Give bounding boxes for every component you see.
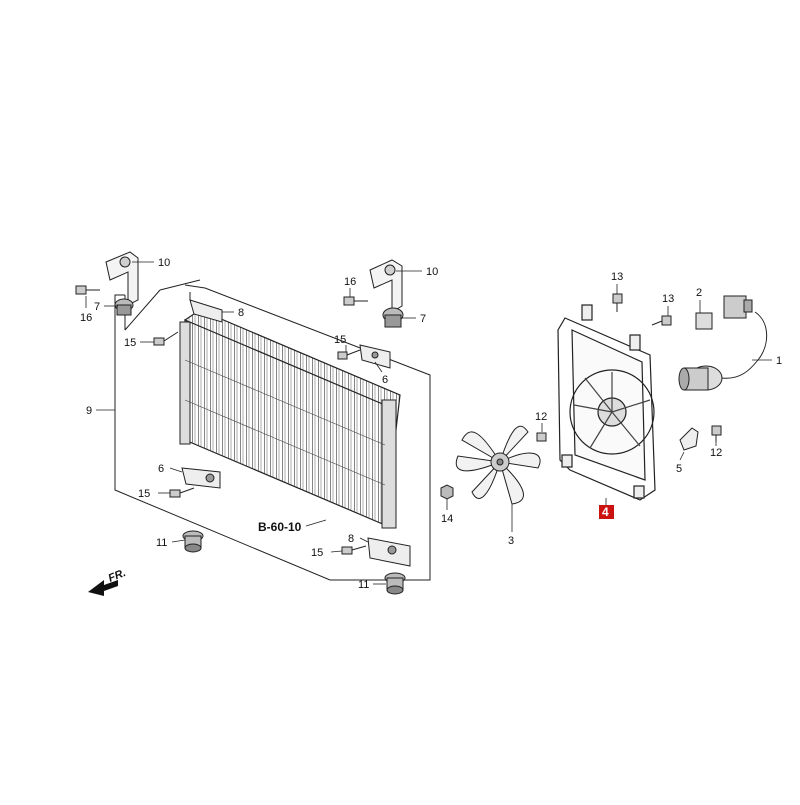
bracket-8-lower bbox=[367, 537, 411, 567]
callout-2: 2 bbox=[696, 287, 702, 299]
callout-14: 14 bbox=[441, 513, 453, 525]
highlight-box bbox=[599, 505, 614, 519]
callout-8-upper: 8 bbox=[238, 307, 244, 319]
callout-10-left: 10 bbox=[158, 257, 170, 269]
bolt-16-left bbox=[75, 285, 100, 295]
callout-11-right: 11 bbox=[358, 579, 369, 591]
bolt-12-set bbox=[536, 425, 722, 442]
callout-11-left: 11 bbox=[156, 537, 167, 549]
callout-3: 3 bbox=[508, 535, 514, 547]
callout-13-left: 13 bbox=[611, 271, 623, 283]
callout-6-upper: 6 bbox=[382, 374, 388, 386]
connector-2 bbox=[695, 295, 753, 330]
bracket-6-upper bbox=[359, 344, 391, 369]
bracket-8-upper bbox=[189, 292, 223, 323]
callout-4: 4 bbox=[602, 505, 609, 519]
callout-8-lower: 8 bbox=[348, 533, 354, 545]
upper-bracket-left bbox=[105, 251, 139, 316]
callout-7-left: 7 bbox=[94, 301, 100, 313]
callout-13-right: 13 bbox=[662, 293, 674, 305]
callout-15-lower-right: 15 bbox=[311, 547, 323, 559]
condenser-core bbox=[179, 309, 401, 529]
upper-bracket-right bbox=[369, 259, 404, 328]
callout-9: 9 bbox=[86, 405, 92, 417]
callout-15-upper-right: 15 bbox=[334, 334, 346, 346]
callout-12-right: 12 bbox=[710, 447, 722, 459]
callout-15-lower-left: 15 bbox=[138, 488, 150, 500]
callout-16-left: 16 bbox=[80, 312, 92, 324]
callout-10-right: 10 bbox=[426, 266, 438, 278]
callout-7-right: 7 bbox=[420, 313, 426, 325]
fan-motor bbox=[678, 311, 768, 391]
callout-12-left: 12 bbox=[535, 411, 547, 423]
bolt-16-right bbox=[343, 296, 368, 306]
fan-shroud bbox=[557, 304, 656, 501]
bolt-15-set bbox=[153, 331, 367, 555]
nut-14 bbox=[440, 484, 454, 500]
callout-1: 1 bbox=[776, 355, 782, 367]
cooling-fan-blade bbox=[455, 425, 541, 505]
callout-6-lower: 6 bbox=[158, 463, 164, 475]
bolt-13-set bbox=[612, 293, 672, 326]
front-direction-label: FR. bbox=[107, 567, 128, 585]
grommet-11-left bbox=[182, 530, 204, 553]
leader-lines bbox=[85, 261, 772, 585]
callout-5: 5 bbox=[676, 463, 682, 475]
callout-16-right: 16 bbox=[344, 276, 356, 288]
bracket-5 bbox=[679, 427, 699, 451]
bracket-6-lower bbox=[181, 467, 221, 489]
grommet-11-right bbox=[384, 572, 406, 595]
highlighted-part-4[interactable]: 4 bbox=[599, 505, 614, 519]
callout-15-upper-left: 15 bbox=[124, 337, 136, 349]
front-direction-arrow-icon bbox=[88, 580, 118, 596]
reference-code: B-60-10 bbox=[258, 520, 302, 534]
